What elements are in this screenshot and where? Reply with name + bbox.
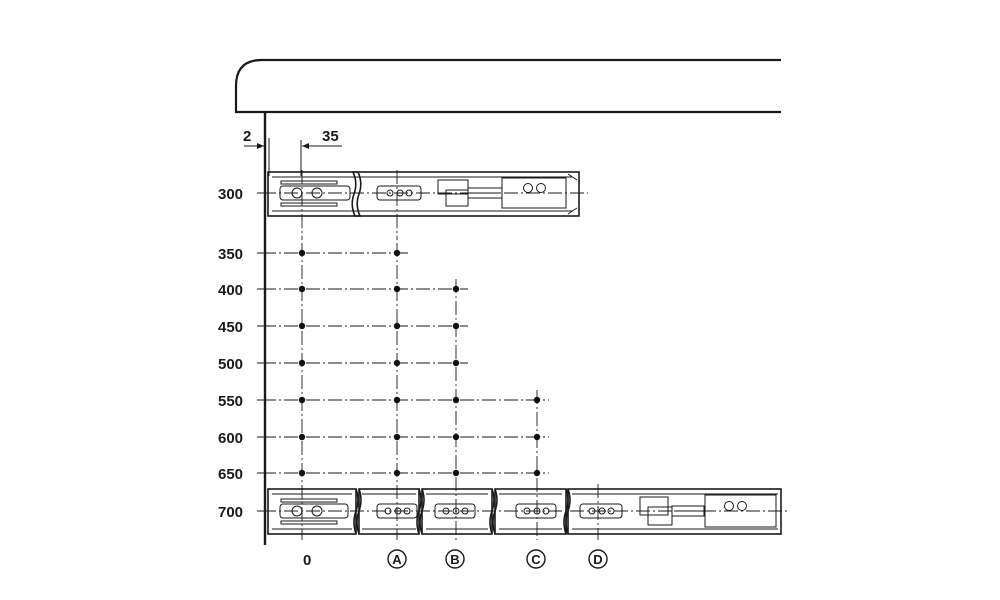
row-label: 450 [218,319,243,336]
worktop-outline [234,58,781,114]
column-label-c: C [526,549,546,569]
mounting-position-grid [262,170,549,540]
svg-text:B: B [450,552,459,567]
column-label-zero: 0 [303,552,311,569]
row-label: 400 [218,282,243,299]
mounting-point [298,249,306,257]
dimension-35-label: 35 [322,128,339,145]
mounting-point [393,322,401,330]
row-label: 550 [218,393,243,410]
mounting-point [298,359,306,367]
row-label: 300 [218,186,243,203]
row-ticks [257,192,270,512]
column-label-b: B [445,549,465,569]
mounting-point [452,322,460,330]
row-label: 600 [218,430,243,447]
mounting-point [298,433,306,441]
mounting-point [393,359,401,367]
mounting-point [393,285,401,293]
mounting-point [533,469,541,477]
mounting-point [452,469,460,477]
mounting-point [298,469,306,477]
svg-text:D: D [593,552,602,567]
row-label: 650 [218,466,243,483]
row-labels: 300 350 400 450 500 550 600 650 700 [218,186,243,521]
mounting-point [452,285,460,293]
row-label: 350 [218,246,243,263]
top-drawer-runner [262,171,588,217]
mounting-point [533,396,541,404]
column-label-a: A [387,549,407,569]
mounting-point [393,249,401,257]
dimension-2mm: 2 [243,128,270,176]
mounting-point [393,396,401,404]
mounting-point [393,433,401,441]
mounting-point [452,396,460,404]
mounting-point [452,433,460,441]
dimension-35mm: 35 [300,128,342,176]
mounting-point [298,285,306,293]
mounting-point [298,396,306,404]
svg-text:A: A [392,552,402,567]
mounting-point [452,359,460,367]
mounting-point [393,469,401,477]
dimension-2-label: 2 [243,128,251,145]
bottom-drawer-runner [262,488,790,535]
svg-text:C: C [531,552,541,567]
column-label-d: D [588,549,608,569]
column-labels: 0 A B C D [303,549,608,569]
row-label: 700 [218,504,243,521]
mounting-point [533,433,541,441]
row-label: 500 [218,356,243,373]
mounting-point [298,322,306,330]
